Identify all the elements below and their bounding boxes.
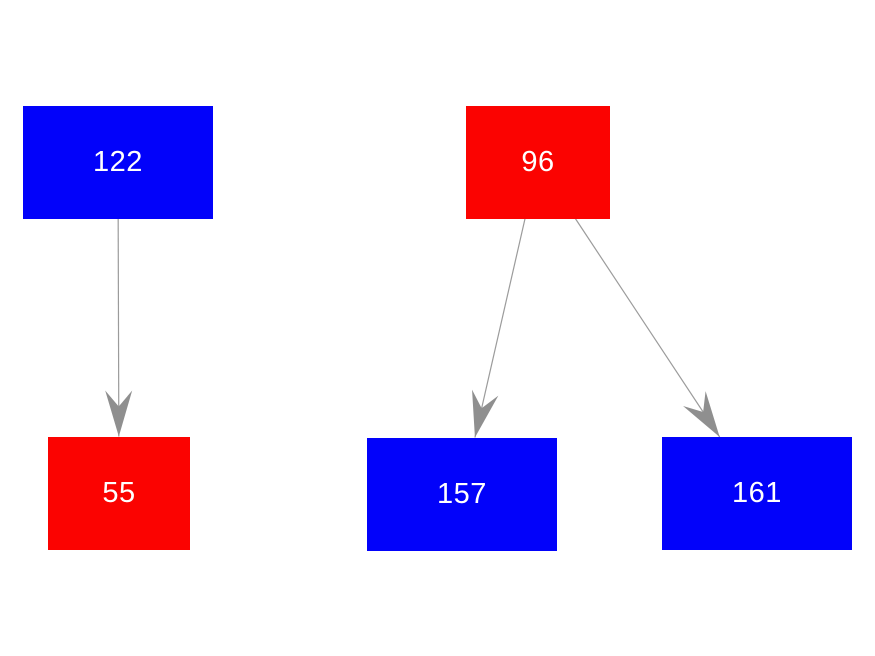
node-157[interactable]: 157 xyxy=(367,437,557,551)
arrowhead-122-55 xyxy=(105,390,133,437)
edge-96-161 xyxy=(574,218,721,438)
node-96[interactable]: 96 xyxy=(466,105,610,219)
arrowhead-96-157 xyxy=(472,389,499,438)
arrowhead-96-161 xyxy=(683,391,720,437)
edge-122-55 xyxy=(117,218,120,437)
node-55[interactable]: 55 xyxy=(48,436,190,550)
node-label: 161 xyxy=(732,477,782,509)
node-122[interactable]: 122 xyxy=(23,106,213,219)
edge-96-157 xyxy=(474,218,526,438)
node-label: 122 xyxy=(93,146,143,178)
node-label: 55 xyxy=(102,476,136,509)
node-161[interactable]: 161 xyxy=(662,437,852,550)
node-label: 96 xyxy=(521,145,555,178)
node-label: 157 xyxy=(437,477,487,510)
